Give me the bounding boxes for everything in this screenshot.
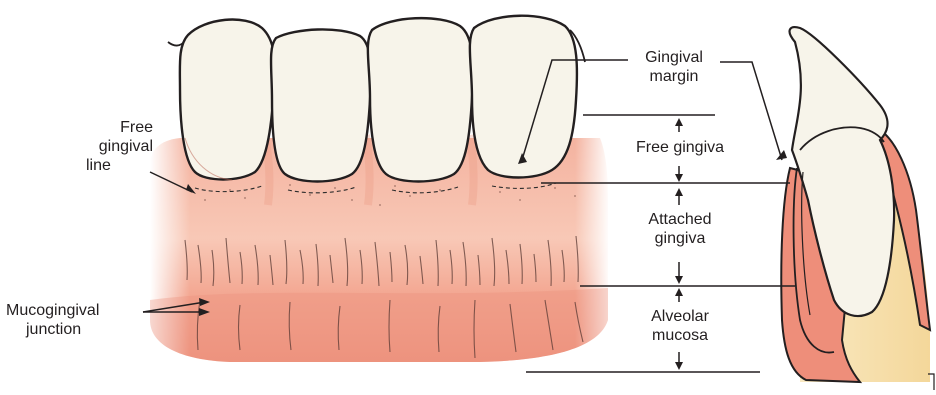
free-gingiva-down-arrowhead <box>675 174 683 182</box>
mucogingival-junction-label-line-1: Mucogingival <box>6 301 136 320</box>
mucogingival-junction-label: Mucogingival junction <box>6 301 136 339</box>
mucogingival-junction-label-line-2: junction <box>6 320 136 339</box>
free-gingiva-label-text: Free gingiva <box>615 138 745 157</box>
gingiva-cross-section <box>781 27 930 382</box>
alveolar-mucosa-down-arrowhead <box>675 362 683 370</box>
free-gingival-line-label-line-2: gingival <box>68 137 153 156</box>
gingival-margin-label: Gingival margin <box>625 48 723 86</box>
attached-gingiva-label-line-2: gingiva <box>625 229 735 248</box>
free-gingiva-up-arrowhead <box>675 118 683 126</box>
free-gingival-line-label: Free gingival line <box>68 118 153 175</box>
free-gingiva-label: Free gingiva <box>615 138 745 157</box>
alveolar-mucosa-label: Alveolar mucosa <box>625 307 735 345</box>
gingival-margin-arrowhead-right <box>776 150 787 160</box>
attached-gingiva-label: Attached gingiva <box>625 210 735 248</box>
alveolar-mucosa-label-line-2: mucosa <box>625 326 735 345</box>
attached-gingiva-down-arrowhead <box>675 276 683 284</box>
free-gingival-line-label-line-1: Free <box>68 118 153 137</box>
alveolar-mucosa-up-arrowhead <box>675 288 683 296</box>
attached-gingiva-label-line-1: Attached <box>625 210 735 229</box>
gingival-margin-label-line-1: Gingival <box>625 48 723 67</box>
free-gingival-line-label-line-3: line <box>68 156 153 175</box>
gingival-margin-label-line-2: margin <box>625 67 723 86</box>
attached-gingiva-up-arrowhead <box>675 188 683 196</box>
alveolar-mucosa-label-line-1: Alveolar <box>625 307 735 326</box>
